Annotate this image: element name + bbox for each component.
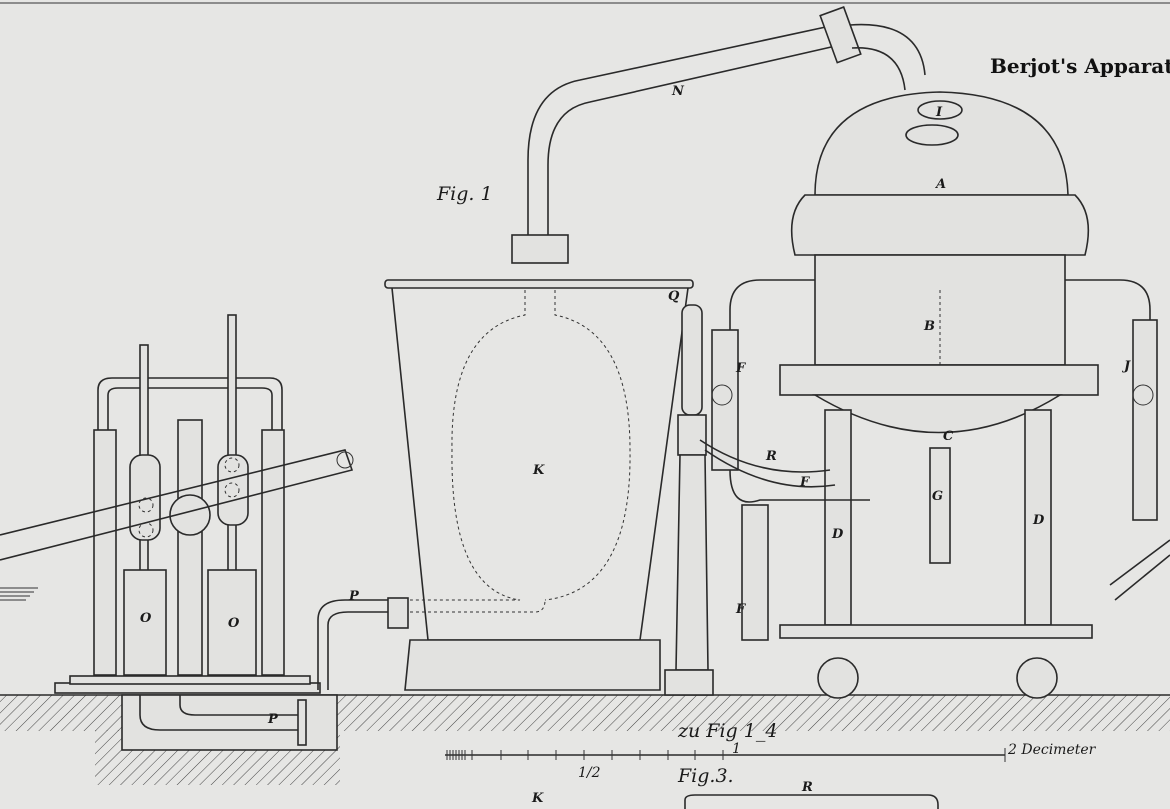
label-g: G [932,489,943,504]
cooling-vessel [384,234,694,691]
label-q: Q [668,289,680,304]
fig1-label: Fig. 1 [436,183,493,205]
label-f-top: F [735,361,746,376]
thermometer-column [664,304,714,696]
label-k: K [532,463,545,478]
boiler-a [699,91,1170,699]
label-r: R [765,449,777,464]
plate-title: Berjot's Apparat [990,54,1170,78]
label-o-right: O [228,616,240,631]
scale-bar [445,748,1006,762]
label-p-upper: P [348,589,360,604]
scale-half: 1/2 [578,765,601,781]
label-f-middle: F [799,475,810,490]
label-c: C [943,429,954,444]
scale-caption: zu Fig 1_4 [677,720,777,742]
label-o-left: O [140,611,152,626]
label-j: J [1121,359,1131,374]
label-f-bottom: F [735,602,746,617]
label-a: A [934,177,946,192]
label-d-left: D [831,527,844,542]
label-r-fig3: R [801,780,813,795]
label-d-right: D [1032,513,1045,528]
pipe-n [527,6,926,235]
scale-two: 2 Decimeter [1007,742,1097,758]
label-b: B [923,319,935,334]
scale-one: 1 [732,741,741,757]
label-k-fig3: K [531,791,544,806]
fig3-label: Fig.3. [677,765,734,787]
label-p-lower: P [267,712,279,727]
pump-apparatus [0,314,409,746]
label-n: N [671,84,685,99]
label-i: I [935,105,943,120]
fig3-pipe [684,794,939,809]
